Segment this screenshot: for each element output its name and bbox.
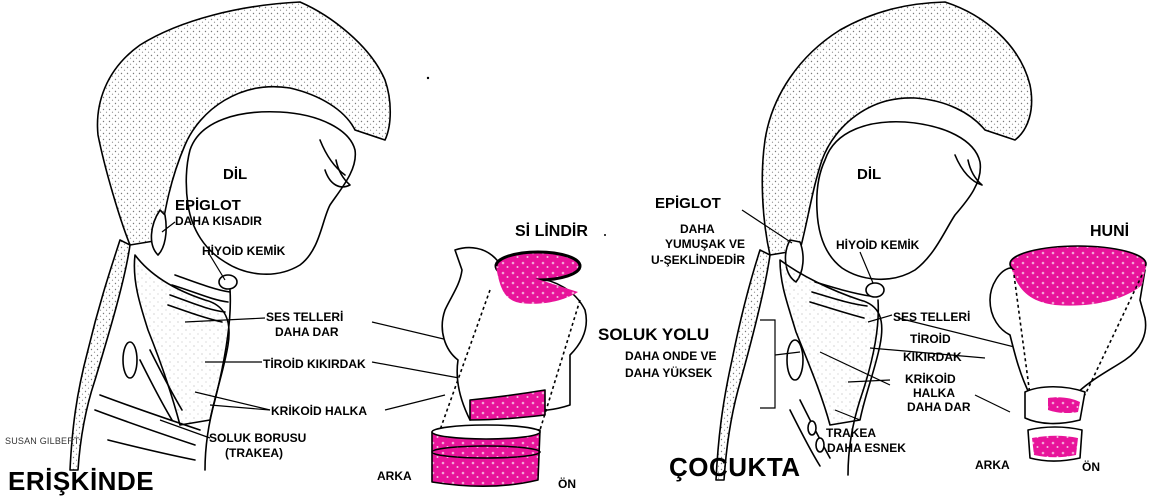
adult-arka-label: ARKA <box>377 469 412 483</box>
child-shape-label: HUNİ <box>1090 223 1129 241</box>
child-krikoid-note: DAHA DAR <box>907 400 971 414</box>
adult-on-label: ÖN <box>558 477 576 491</box>
adult-epiglot-note: DAHA KISADIR <box>175 214 262 228</box>
adult-shape-label: Sİ LİNDİR <box>515 223 588 241</box>
child-epiglot-note-2: YUMUŞAK VE <box>665 237 745 251</box>
child-title: ÇOCUKTA <box>669 452 801 482</box>
child-krikoid-label: KRİKOİD <box>905 372 956 386</box>
adult-ses-telleri-note: DAHA DAR <box>275 325 339 339</box>
child-larynx-funnel <box>990 246 1146 461</box>
child-ses-telleri-label: SES TELLERİ <box>893 310 970 324</box>
adult-ses-telleri-label: SES TELLERİ <box>266 310 343 324</box>
child-dil-label: DİL <box>857 166 881 183</box>
child-halka-label: HALKA <box>913 386 955 400</box>
adult-dil-label: DİL <box>223 166 247 183</box>
child-soluk-yolu-note-2: DAHA YÜKSEK <box>625 366 712 380</box>
artist-credit: SUSAN GILBERT <box>5 434 79 448</box>
child-soluk-yolu-note-1: DAHA ONDE VE <box>625 349 717 363</box>
adult-tiroid-label: TİROİD KIKIRDAK <box>263 357 366 371</box>
adult-hiyoid-label: HİYOİD KEMİK <box>202 244 285 258</box>
adult-title: ERİŞKİNDE <box>8 466 154 496</box>
adult-larynx-cylinder <box>432 248 586 487</box>
child-trakea-label: TRAKEA <box>826 426 876 440</box>
child-arka-label: ARKA <box>975 458 1010 472</box>
adult-trakea-label: (TRAKEA) <box>225 446 283 460</box>
child-epiglot-note-3: U-ŞEKLİNDEDİR <box>651 253 745 267</box>
child-tiroid-label: TİROİD <box>910 332 951 346</box>
child-on-label: ÖN <box>1082 460 1100 474</box>
adult-krikoid-label: KRİKOİD HALKA <box>271 404 367 418</box>
adult-soluk-borusu-label: SOLUK BORUSU <box>209 431 306 445</box>
child-trakea-note: DAHA ESNEK <box>827 441 906 455</box>
adult-epiglot-label: EPİGLOT <box>175 197 241 214</box>
child-hiyoid-label: HİYOİD KEMİK <box>836 238 919 252</box>
child-epiglot-label: EPİGLOT <box>655 195 721 212</box>
adult-sagittal-head <box>70 2 390 470</box>
child-kikirdak-label: KIKIRDAK <box>903 350 962 364</box>
child-soluk-yolu-label: SOLUK YOLU <box>598 325 709 344</box>
child-epiglot-note-1: DAHA <box>680 222 715 236</box>
